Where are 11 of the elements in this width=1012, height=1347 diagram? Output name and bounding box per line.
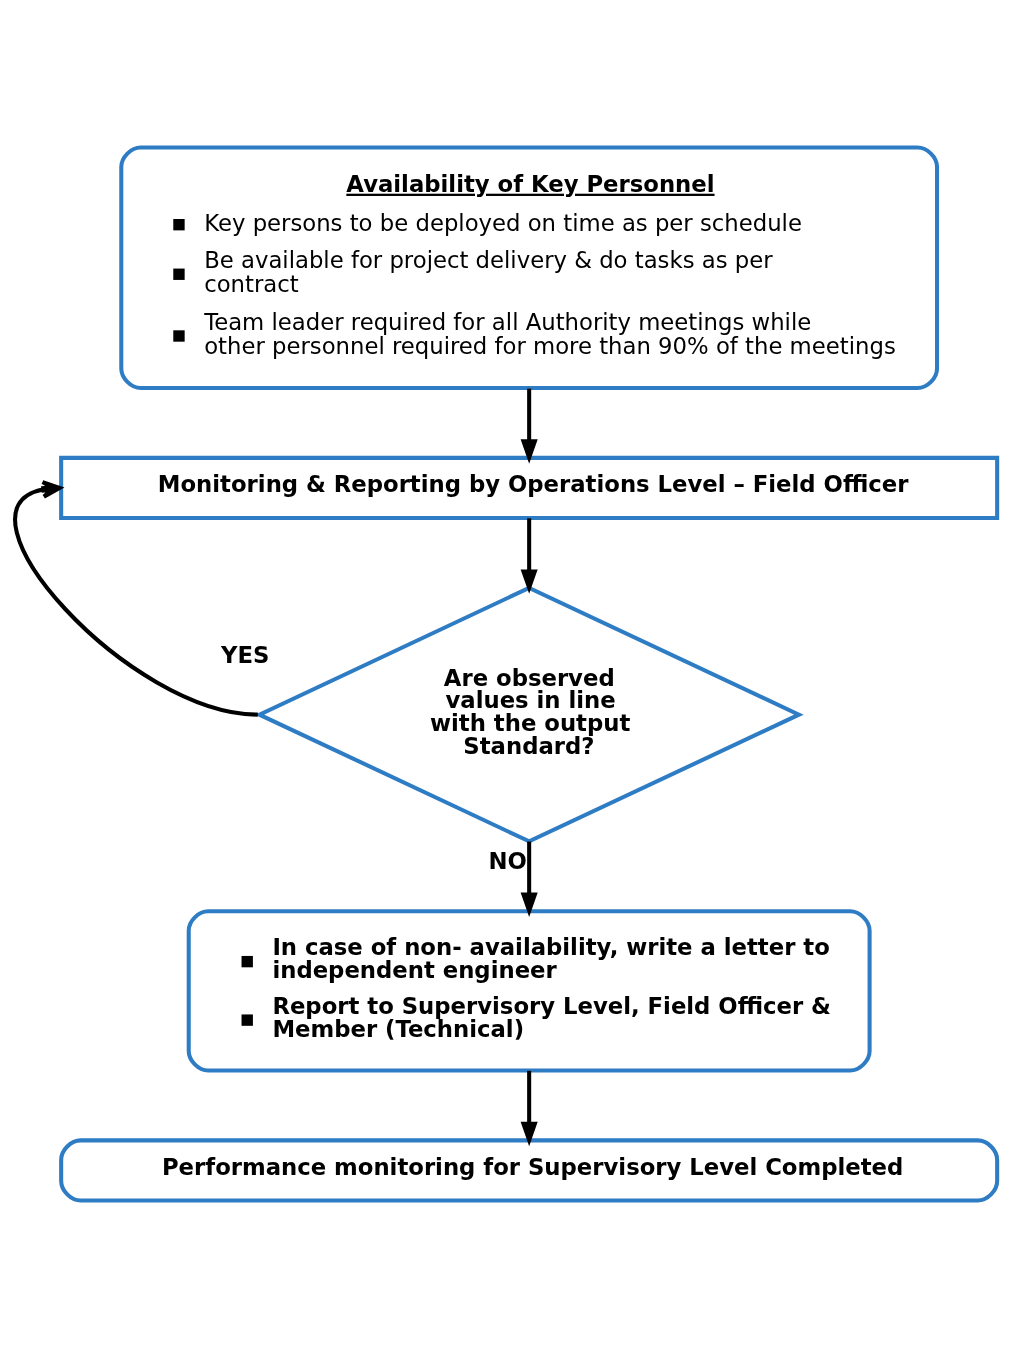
node-box: Performance monitoring for Supervisory Level Completed <box>59 1137 1000 1203</box>
node-box: Availability of Key Personnel Key persons to be deployed on time as per schedule Be available for project delivery & do tasks as per contract Team leader required for all Authority meetings while other personnel required for more than 90% of the meetings <box>119 144 940 390</box>
arrow <box>520 1070 538 1146</box>
arrow <box>520 517 538 594</box>
node-box: In case of non- availability, write a letter to independent engineer Report to Supervisory Level, Field Officer & Member (Technical) <box>186 908 872 1073</box>
node-box: Monitoring & Reporting by Operations Level – Field Officer <box>59 455 1000 520</box>
edge-label: YES <box>221 641 270 668</box>
arrow <box>520 841 538 917</box>
arrow <box>13 479 259 717</box>
edge-label: NO <box>488 847 527 874</box>
arrow <box>520 388 538 464</box>
